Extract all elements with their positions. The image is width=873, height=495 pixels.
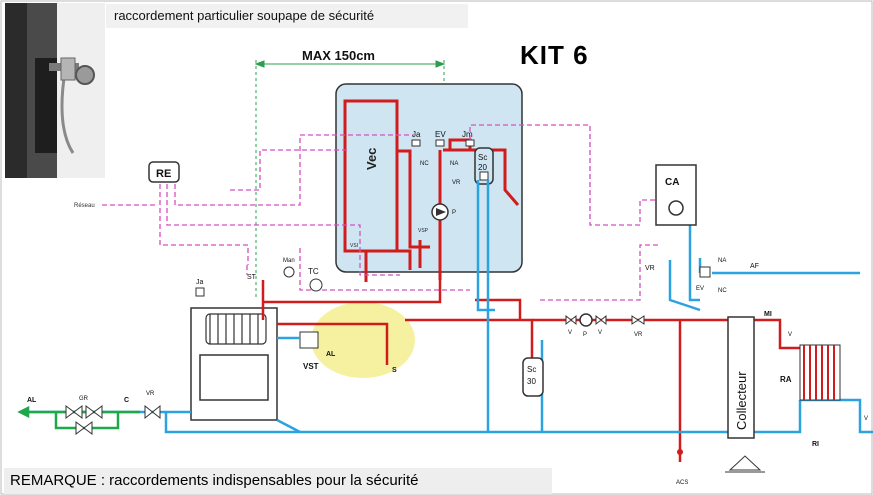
st-label: ST: [247, 274, 257, 281]
af-label: AF: [750, 263, 759, 270]
control-wiring: [100, 124, 660, 301]
sc30-label-a: Sc: [527, 365, 536, 374]
re-controller: [148, 161, 180, 183]
gr-label: GR: [79, 396, 89, 402]
vst-valve: [299, 331, 319, 349]
boiler-coil: [205, 313, 267, 345]
re-label: RE: [156, 168, 171, 180]
jm-label: Jm: [462, 130, 473, 139]
v-right-label: V: [598, 330, 602, 336]
safety-highlight: [311, 302, 415, 378]
ja-boiler-label: Ja: [196, 279, 204, 286]
acs-label: ACS: [676, 480, 688, 486]
vr-mid-label: VR: [634, 332, 643, 338]
ev-right-label: EV: [696, 286, 704, 292]
vsi-label: VSI: [350, 243, 358, 249]
vec-tank: [343, 99, 399, 253]
al-left-label: AL: [27, 397, 37, 404]
ca-unit: [655, 164, 697, 226]
c-label: C: [124, 397, 129, 404]
ev-top-label: EV: [435, 130, 446, 139]
vr-ca-label: VR: [645, 265, 655, 272]
man-label: Man: [283, 258, 295, 264]
jm-square: [465, 139, 475, 147]
p-top-label: P: [452, 210, 456, 216]
ev-right-square: [699, 266, 711, 278]
top-caption: raccordement particulier soupape de sécu…: [106, 4, 468, 28]
acs-node: [677, 449, 683, 455]
sc20-label-b: 20: [478, 163, 487, 172]
collecteur-label: Collecteur: [734, 371, 749, 430]
vec-label: Vec: [364, 148, 379, 170]
ra-label: RA: [780, 375, 792, 384]
ja-boiler-square: [195, 287, 205, 297]
v-ri-label: V: [864, 416, 868, 422]
kit-title: KIT 6: [520, 40, 589, 70]
collecteur: [727, 316, 755, 439]
v-mi-label: V: [788, 332, 792, 338]
vst-label: VST: [303, 362, 319, 371]
ja-top-label: Ja: [412, 130, 421, 139]
boiler-door: [199, 354, 269, 401]
sc20-label-a: Sc: [478, 153, 487, 162]
s-label: S: [392, 367, 397, 374]
nc-top-label: NC: [420, 161, 429, 167]
remark-footer: REMARQUE : raccordements indispensables …: [4, 468, 552, 494]
valve-photo-drawing: [5, 3, 105, 178]
radiator: [799, 344, 841, 401]
ja-top-square: [411, 139, 421, 147]
sc30-vessel: [522, 357, 544, 397]
v-left-label: V: [568, 330, 572, 336]
na-right-label: NA: [718, 258, 726, 264]
na-top-label: NA: [450, 161, 458, 167]
max-dimension-label: MAX 150cm: [302, 48, 375, 63]
tc-label: TC: [308, 267, 319, 276]
ca-label: CA: [665, 177, 679, 188]
red-flow-pipes: [261, 280, 800, 462]
manometer: [283, 266, 295, 278]
blue-return-pipes: [20, 180, 873, 434]
ground-symbol: [728, 455, 762, 471]
mid-pump: [579, 313, 593, 327]
p-mid-label: P: [583, 332, 587, 338]
nc-right-label: NC: [718, 288, 727, 294]
reseau-label: Réseau: [74, 203, 95, 209]
valve-photo: [5, 3, 105, 178]
vr-left-label: VR: [146, 391, 155, 397]
ev-top-square: [435, 139, 445, 147]
vr-top-label: VR: [452, 180, 461, 186]
inlet-valves: [65, 404, 161, 435]
al-valve-label: AL: [326, 351, 336, 358]
ri-label: RI: [812, 441, 819, 448]
vsp-label: VSP: [418, 228, 429, 234]
sc30-label-b: 30: [527, 377, 536, 386]
tc-sensor: [309, 278, 323, 292]
mi-label: MI: [764, 311, 772, 318]
